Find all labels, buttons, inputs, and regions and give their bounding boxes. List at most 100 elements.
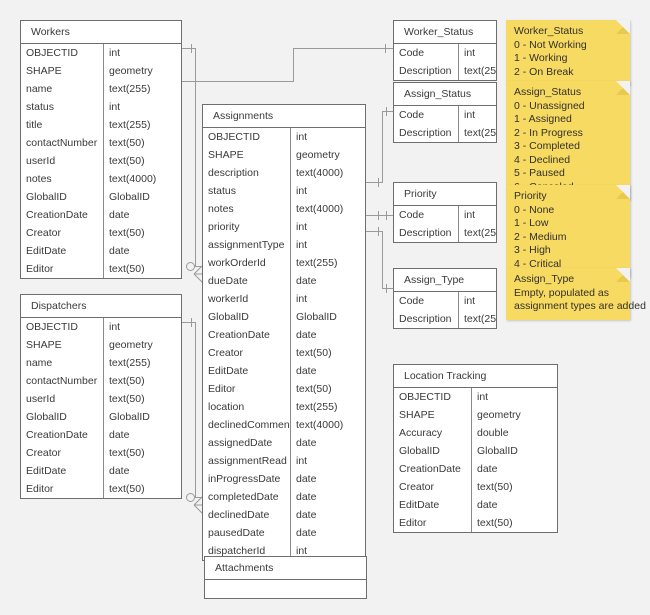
table-title-location-tracking: Location Tracking xyxy=(394,365,557,388)
table-title-dispatchers: Dispatchers xyxy=(21,295,181,318)
field-type: int xyxy=(296,185,308,197)
field-type: text(50) xyxy=(109,393,145,405)
note-line: 5 - Paused xyxy=(514,167,565,179)
field-name: CreationDate xyxy=(203,326,291,344)
field-name: notes xyxy=(21,170,104,188)
field-type: GlobalID xyxy=(296,311,337,323)
field-type: text(50) xyxy=(477,517,513,529)
field-name: completedDate xyxy=(203,488,291,506)
field-name: EditDate xyxy=(21,462,104,480)
table-attachments[interactable]: Attachments xyxy=(204,556,367,599)
field-type: date xyxy=(296,437,317,449)
field-type: date xyxy=(109,465,130,477)
connector-workers-status-h2 xyxy=(293,48,393,49)
field-name: Editor xyxy=(21,480,104,498)
field-type: GlobalID xyxy=(109,411,150,423)
field-name: dueDate xyxy=(203,272,291,290)
note-fold-icon xyxy=(616,185,630,199)
table-body-attachments xyxy=(205,580,366,598)
field-name: Code xyxy=(394,292,459,310)
field-type: text(255) xyxy=(109,119,151,131)
table-worker-status[interactable]: Worker_Status CodeintDescriptiontext(255… xyxy=(393,20,497,81)
field-name: status xyxy=(203,182,291,200)
connector-tick-assignments-status-one xyxy=(378,178,379,187)
field-type: text(50) xyxy=(109,227,145,239)
field-name: Description xyxy=(394,124,459,142)
field-name: name xyxy=(21,354,104,372)
field-name xyxy=(205,580,366,598)
field-name: description xyxy=(203,164,291,182)
field-name: GlobalID xyxy=(203,308,291,326)
field-name: OBJECTID xyxy=(21,44,104,62)
field-type: date xyxy=(477,499,498,511)
field-name: title xyxy=(21,116,104,134)
field-name: Description xyxy=(394,224,459,242)
field-name: SHAPE xyxy=(394,406,472,424)
note-line: 3 - Completed xyxy=(514,140,580,152)
field-type: text(255) xyxy=(296,401,338,413)
connector-assign-type-v xyxy=(382,231,383,288)
field-name: status xyxy=(21,98,104,116)
table-title-attachments: Attachments xyxy=(205,557,366,580)
field-name: EditDate xyxy=(394,496,472,514)
field-name: assignedDate xyxy=(203,434,291,452)
field-type: date xyxy=(296,275,317,287)
field-type: date xyxy=(109,209,130,221)
table-row: name text(255) xyxy=(21,354,181,372)
field-type: geometry xyxy=(109,339,153,351)
table-assign-status[interactable]: Assign_Status CodeintDescriptiontext(255… xyxy=(393,82,497,143)
connector-dispatchers-assignments-h xyxy=(195,497,203,498)
field-name: priority xyxy=(203,218,291,236)
connector-assign-status-h2 xyxy=(382,111,393,112)
field-name: contactNumber xyxy=(21,134,104,152)
field-type: text(255) xyxy=(109,357,151,369)
connector-priority-h xyxy=(366,215,393,216)
field-type: text(255) xyxy=(464,127,496,139)
connector-tick-worker-status-one xyxy=(385,44,386,53)
field-type: date xyxy=(477,463,498,475)
connector-tick-assign-status-one xyxy=(386,107,387,116)
connector-tick-assignments-priority-one xyxy=(378,211,379,220)
field-type: date xyxy=(109,429,130,441)
connector-ring-workers-assignments xyxy=(186,262,195,271)
connector-tick-assignments-type-one xyxy=(378,227,379,236)
note-line: assignment types are added xyxy=(514,300,646,312)
field-type: geometry xyxy=(109,65,153,77)
field-type: text(255) xyxy=(464,65,496,77)
